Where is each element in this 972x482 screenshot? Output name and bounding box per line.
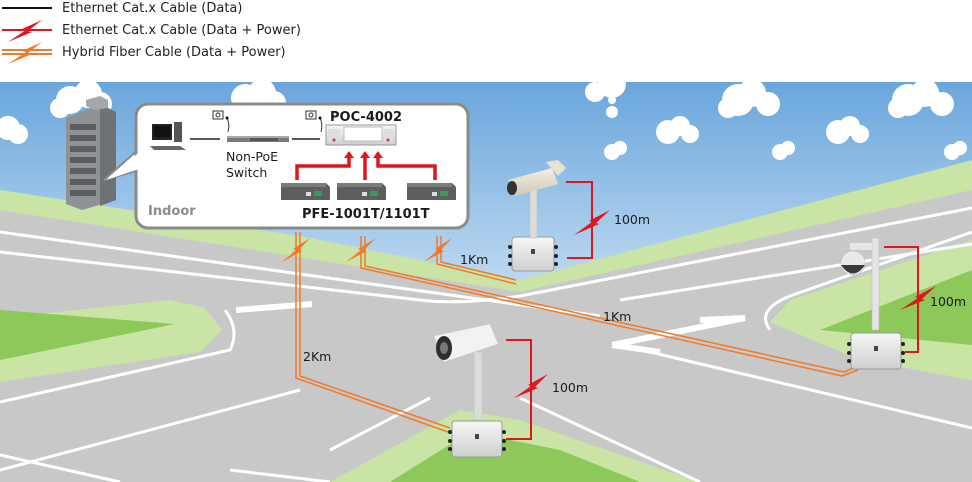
camera-pole [473, 351, 483, 421]
outdoor-poc-enclosure [847, 332, 905, 370]
cloud [826, 116, 869, 144]
road-markings [0, 206, 972, 482]
fiber-cable-2km [295, 232, 451, 433]
pfe-converter [337, 183, 386, 200]
fiber-distance-1km-ptz: 1Km [603, 309, 631, 324]
poe-distance-ptz: 100m [930, 294, 966, 309]
network-scene: Indoor Non-PoE Switch P [0, 82, 972, 482]
switch-label-line1: Non-PoE [226, 149, 278, 164]
cloud [604, 141, 627, 160]
bullet-camera-top [507, 160, 566, 196]
cloud [718, 82, 780, 118]
black-line-icon [2, 7, 52, 9]
office-building [66, 96, 116, 210]
bullet-camera-bottom [433, 323, 499, 363]
pfe-label: PFE-1001T/1101T [302, 207, 430, 222]
legend-label: Hybrid Fiber Cable (Data + Power) [62, 45, 286, 60]
legend-label: Ethernet Cat.x Cable (Data + Power) [62, 23, 301, 38]
switch-label-line2: Switch [226, 165, 267, 180]
pfe-converter [281, 183, 330, 200]
legend-item-poe-cable: Ethernet Cat.x Cable (Data + Power) [0, 20, 330, 42]
poe-feed-lines [295, 157, 437, 180]
arrow-heads [344, 151, 383, 158]
cloud [608, 96, 616, 104]
fiber-lightning-icon [282, 238, 452, 262]
fiber-distance-1km-top: 1Km [460, 252, 488, 267]
poe-lightning-icon [900, 286, 936, 310]
cloud [888, 82, 954, 118]
grass-strip-far [0, 160, 972, 300]
outdoor-poc-enclosure [508, 236, 558, 272]
cloud [585, 82, 626, 102]
cloud [772, 141, 795, 160]
grass-island-right-dark [820, 270, 972, 345]
desktop-pc-icon [150, 122, 186, 150]
poe-distance-top: 100m [614, 212, 650, 227]
camera-pole [529, 187, 538, 239]
pfe-converter [407, 183, 456, 200]
ptz-dome-camera [840, 243, 872, 276]
poe-distance-bottom: 100m [552, 380, 588, 395]
fiber-distance-2km: 2Km [303, 349, 331, 364]
cloud [656, 116, 699, 144]
poc-4002-chassis [325, 124, 397, 146]
legend-item-fiber-cable: Hybrid Fiber Cable (Data + Power) [0, 42, 330, 64]
ptz-pole [871, 237, 880, 331]
indoor-label: Indoor [148, 204, 196, 219]
legend-item-data-cable: Ethernet Cat.x Cable (Data) [0, 0, 330, 20]
cloud [606, 106, 618, 118]
non-poe-switch-device [227, 136, 289, 142]
cloud [0, 116, 28, 144]
poe-lightning-icon [574, 210, 610, 235]
outdoor-poc-enclosure [448, 420, 506, 458]
poe-lightning-icon [514, 374, 548, 398]
power-outlet-icon [305, 110, 323, 133]
legend-label: Ethernet Cat.x Cable (Data) [62, 1, 243, 16]
grass-island-left-dark [0, 310, 175, 360]
poc-4002-label: POC-4002 [330, 110, 402, 125]
legend: Ethernet Cat.x Cable (Data) Ethernet Cat… [0, 0, 330, 70]
power-outlet-icon [212, 110, 230, 133]
cloud [944, 141, 967, 160]
red-lightning-line-icon [2, 20, 52, 42]
fiber-cable-1km-top [436, 236, 517, 285]
orange-lightning-line-icon [2, 42, 52, 64]
